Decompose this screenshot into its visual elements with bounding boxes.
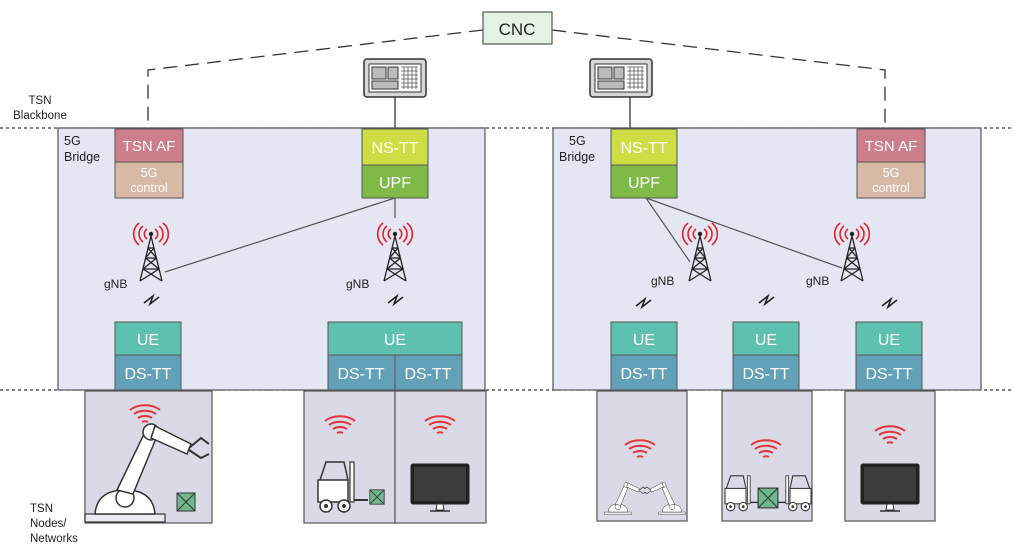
svg-text:UPF: UPF [628, 175, 660, 192]
cargo-crate-icon [369, 489, 385, 505]
svg-text:UPF: UPF [379, 175, 411, 192]
tsn-node-robot-pair [596, 390, 688, 522]
svg-text:UE: UE [137, 332, 159, 349]
ds-tt-box [394, 354, 463, 391]
ds-tt-box [610, 354, 678, 391]
svg-text:5G: 5G [569, 134, 586, 148]
upf-link [164, 197, 396, 273]
tsn-node-monitor-2 [844, 390, 936, 522]
upf-box [610, 164, 678, 199]
svg-text:DS-TT: DS-TT [742, 366, 789, 383]
svg-text:NS-TT: NS-TT [620, 140, 667, 157]
tsn-backbone-label: TSN Blackbone [13, 95, 67, 122]
tsn-node-forklift-pair [721, 390, 813, 522]
ue-box [855, 321, 923, 356]
ds-tt-box [732, 354, 800, 391]
cnc-label: CNC [499, 20, 536, 39]
svg-text:DS-TT: DS-TT [124, 366, 171, 383]
ns-tt-box [361, 128, 429, 166]
svg-text:TSN: TSN [30, 503, 53, 515]
tsn-af-box [856, 128, 926, 163]
svg-text:Networks: Networks [30, 533, 78, 545]
tsn-nodes-label: TSN Nodes/ Networks [30, 503, 78, 545]
svg-text:TSN: TSN [29, 95, 52, 107]
cargo-crate-icon [757, 487, 779, 509]
tsn-node-robot-arm [84, 390, 213, 524]
svg-text:UE: UE [633, 332, 655, 349]
monitor-icon [860, 463, 920, 512]
svg-text:NS-TT: NS-TT [371, 140, 418, 157]
svg-text:DS-TT: DS-TT [620, 366, 667, 383]
control-5g-box [114, 161, 184, 199]
svg-text:5G: 5G [883, 166, 900, 180]
svg-text:DS-TT: DS-TT [404, 366, 451, 383]
svg-text:UE: UE [384, 332, 406, 349]
svg-text:Bridge: Bridge [559, 150, 595, 164]
ns-tt-box [610, 128, 678, 166]
svg-text:Nodes/: Nodes/ [30, 518, 67, 530]
svg-text:5G: 5G [141, 166, 158, 180]
cnc-box: CNC [482, 11, 553, 45]
svg-text:control: control [130, 181, 168, 195]
bridge-right: 5G Bridge NS-TT UPF TSN AF 5G control gN… [552, 127, 982, 391]
svg-text:gNB: gNB [346, 277, 369, 291]
bridge-left: 5G Bridge TSN AF 5G control NS-TT UPF gN… [57, 127, 486, 391]
svg-text:UE: UE [755, 332, 777, 349]
ds-tt-box [327, 354, 396, 391]
ds-tt-box [855, 354, 923, 391]
svg-text:UE: UE [878, 332, 900, 349]
svg-text:TSN AF: TSN AF [123, 138, 176, 155]
tsn-af-box [114, 128, 184, 163]
svg-text:control: control [872, 181, 910, 195]
svg-text:DS-TT: DS-TT [337, 366, 384, 383]
cnc-link-left [147, 29, 484, 128]
cnc-link-right [551, 29, 886, 128]
ds-tt-box [114, 354, 182, 391]
server-icon [363, 58, 427, 98]
svg-text:Blackbone: Blackbone [13, 110, 67, 122]
tsn-node-forklift [303, 390, 396, 524]
svg-text:TSN AF: TSN AF [865, 138, 918, 155]
svg-text:gNB: gNB [104, 277, 127, 291]
svg-text:DS-TT: DS-TT [865, 366, 912, 383]
upf-link [645, 197, 843, 269]
control-5g-box [856, 161, 926, 199]
cargo-crate-icon [176, 492, 196, 512]
server-icon [589, 58, 653, 98]
ue-box [610, 321, 678, 356]
ue-box [732, 321, 800, 356]
svg-text:gNB: gNB [651, 274, 674, 288]
svg-text:Bridge: Bridge [64, 150, 100, 164]
svg-text:gNB: gNB [806, 274, 829, 288]
monitor-icon [410, 463, 470, 512]
tsn-node-monitor [394, 390, 487, 524]
svg-text:5G: 5G [64, 134, 81, 148]
